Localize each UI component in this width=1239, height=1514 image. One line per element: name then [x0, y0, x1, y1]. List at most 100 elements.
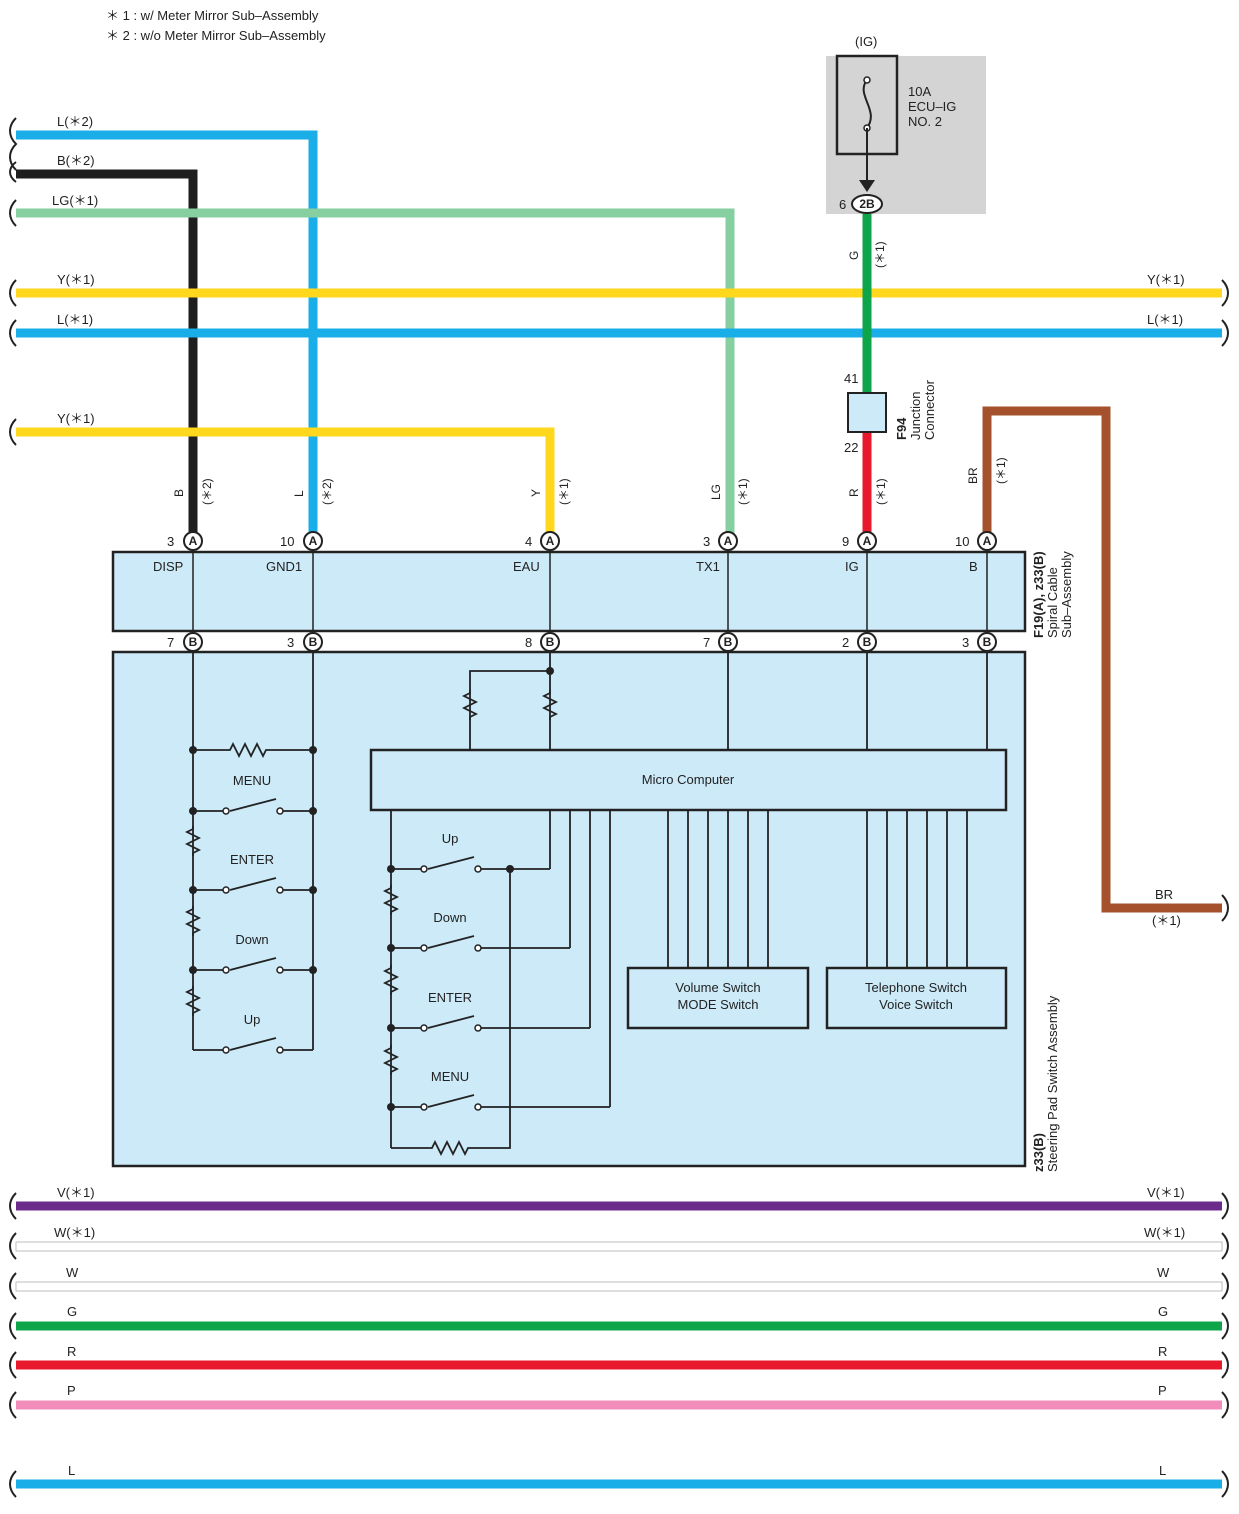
svg-text:R: R — [67, 1344, 76, 1359]
svg-text:F94: F94 — [894, 417, 909, 440]
svg-text:Sub–Assembly: Sub–Assembly — [1059, 551, 1074, 638]
svg-text:3: 3 — [167, 534, 174, 549]
svg-text:P: P — [67, 1383, 76, 1398]
junction-pin-top: 41 — [844, 371, 858, 386]
vertical-wire-labels: G (＊1) B (＊2) L (＊2) Y (＊1) LG (＊1) R (＊… — [172, 241, 1008, 505]
svg-text:B: B — [172, 489, 186, 497]
svg-text:W(＊1): W(＊1) — [54, 1225, 95, 1240]
svg-text:DISP: DISP — [153, 559, 183, 574]
svg-text:(＊1): (＊1) — [736, 478, 750, 505]
wire-b2 — [16, 169, 198, 540]
pin-b-3-b: B3 — [962, 632, 997, 652]
bottom-wire-l: L L — [16, 1463, 1222, 1489]
pin-a-10-b: A 10 — [955, 531, 997, 551]
connector-arrow — [859, 180, 875, 192]
svg-text:Junction: Junction — [908, 392, 923, 440]
svg-text:B: B — [983, 635, 992, 649]
spiral-bottom-pins: B7 B3 B8 B7 B2 B3 — [167, 632, 997, 652]
svg-text:(＊2): (＊2) — [200, 478, 214, 505]
right-break-marks — [1221, 279, 1229, 1498]
svg-text:Down: Down — [235, 932, 268, 947]
svg-text:W(＊1): W(＊1) — [1144, 1225, 1185, 1240]
svg-text:A: A — [546, 534, 555, 548]
junction-dots — [189, 667, 554, 1111]
left-break-marks — [9, 117, 18, 1498]
label-l2: L(＊2) — [57, 114, 93, 129]
label-b2: B(＊2) — [57, 153, 95, 168]
svg-text:B: B — [724, 635, 733, 649]
svg-text:IG: IG — [845, 559, 859, 574]
svg-text:(＊1): (＊1) — [873, 241, 887, 268]
pin-a-3-disp: A3 — [167, 531, 203, 551]
telephone-switch-box — [825, 966, 1008, 1030]
svg-text:A: A — [983, 534, 992, 548]
svg-text:7: 7 — [167, 635, 174, 650]
svg-text:ENTER: ENTER — [428, 990, 472, 1005]
svg-text:3: 3 — [703, 534, 710, 549]
svg-text:7: 7 — [703, 635, 710, 650]
wire-l2 — [16, 130, 318, 540]
fuse-name-line1: ECU–IG — [908, 99, 956, 114]
svg-text:P: P — [1158, 1383, 1167, 1398]
svg-text:TX1: TX1 — [696, 559, 720, 574]
fuse-element — [862, 79, 872, 129]
label-right-br: BR — [1155, 887, 1173, 902]
svg-text:10: 10 — [955, 534, 969, 549]
pin-a-10-gnd1: A10 — [280, 531, 323, 551]
pin-b-7-tx1: B7 — [703, 632, 738, 652]
svg-text:z33(B): z33(B) — [1031, 1133, 1046, 1172]
telephone-switch-line1: Telephone Switch — [865, 980, 967, 995]
svg-text:G: G — [67, 1304, 77, 1319]
svg-text:A: A — [189, 534, 198, 548]
pin-a-3-tx1: A3 — [703, 531, 738, 551]
connector-2b — [851, 194, 883, 214]
svg-text:MENU: MENU — [233, 773, 271, 788]
svg-text:3: 3 — [962, 635, 969, 650]
svg-text:R: R — [1158, 1344, 1167, 1359]
volume-switch-line1: Volume Switch — [675, 980, 760, 995]
svg-text:BR: BR — [966, 467, 980, 484]
spiral-cable-label: F19(A), z33(B) Spiral Cable Sub–Assembly — [1031, 551, 1074, 638]
svg-text:F19(A), z33(B): F19(A), z33(B) — [1031, 551, 1046, 638]
svg-text:Steering Pad Switch Assembly: Steering Pad Switch Assembly — [1045, 995, 1060, 1172]
spiral-top-pins: A3 A10 A4 A3 A9 A10 — [167, 531, 997, 551]
svg-text:4: 4 — [525, 534, 532, 549]
wire-br — [982, 406, 1222, 913]
svg-text:V(＊1): V(＊1) — [1147, 1185, 1185, 1200]
note-1: ＊ 1 : w/ Meter Mirror Sub–Assembly — [106, 8, 319, 23]
volume-switch-line2: MODE Switch — [678, 997, 759, 1012]
connector-2b-pin: 6 — [839, 197, 846, 212]
label-y1-mid: Y(＊1) — [57, 411, 95, 426]
svg-text:R: R — [847, 488, 861, 497]
volume-switch-box — [626, 966, 810, 1030]
junction-label: F94 Junction Connector — [894, 379, 937, 440]
fuse-block-background — [826, 56, 986, 214]
spiral-signal-labels: DISP GND1 EAU TX1 IG B — [153, 559, 978, 574]
bottom-wire-p: P P — [16, 1383, 1222, 1410]
svg-text:B: B — [546, 635, 555, 649]
svg-text:G: G — [1158, 1304, 1168, 1319]
svg-text:MENU: MENU — [431, 1069, 469, 1084]
left-switch-labels: MENU ENTER Down Up — [230, 773, 274, 1027]
label-right-y1: Y(＊1) — [1147, 272, 1185, 287]
steering-pad-label: z33(B) Steering Pad Switch Assembly — [1031, 995, 1060, 1172]
internal-wiring — [184, 651, 988, 1157]
svg-text:B: B — [969, 559, 978, 574]
svg-text:9: 9 — [842, 534, 849, 549]
svg-text:ENTER: ENTER — [230, 852, 274, 867]
svg-text:3: 3 — [287, 635, 294, 650]
fuse-name-line2: NO. 2 — [908, 114, 942, 129]
label-lg1: LG(＊1) — [52, 193, 98, 208]
connector-2b-label: 2B — [859, 197, 875, 211]
svg-text:V(＊1): V(＊1) — [57, 1185, 95, 1200]
svg-text:L: L — [68, 1463, 75, 1478]
fuse-rating: 10A — [908, 84, 931, 99]
svg-text:Up: Up — [244, 1012, 261, 1027]
note-2: ＊ 2 : w/o Meter Mirror Sub–Assembly — [106, 28, 326, 43]
spiral-cable-box — [111, 550, 1027, 633]
pin-b-3-gnd1: B3 — [287, 632, 323, 652]
junction-pin-bottom: 22 — [844, 440, 858, 455]
bottom-wire-g: G G — [16, 1304, 1222, 1331]
label-l1: L(＊1) — [57, 312, 93, 327]
